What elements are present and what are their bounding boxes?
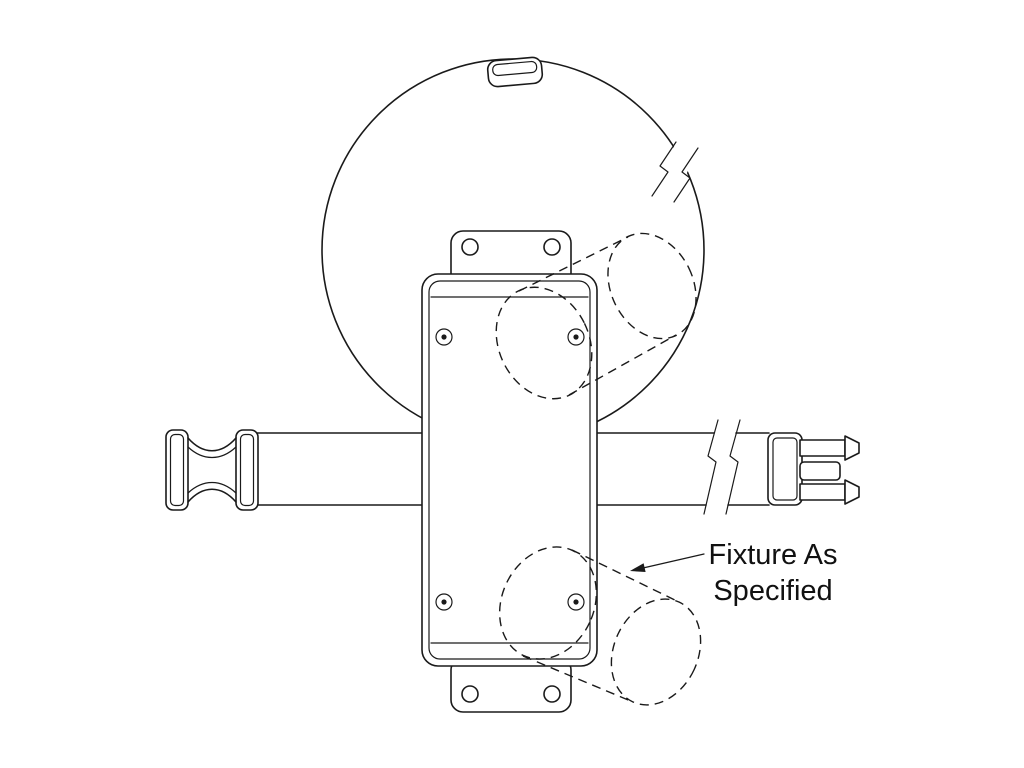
strap-break-line-1 xyxy=(703,419,719,515)
buckle-waist-bottom-outer xyxy=(187,488,237,503)
top-bracket-bolt-hole-left xyxy=(461,238,479,256)
buckle-waist-top-inner xyxy=(187,446,237,459)
top-bracket-bolt-hole-right xyxy=(543,238,561,256)
left-buckle-end-bar-inner xyxy=(169,433,185,507)
strap-break xyxy=(703,419,741,515)
fixture-label-line-1: Fixture As xyxy=(709,539,838,571)
tank-cap xyxy=(486,56,544,88)
lower-fixture-bottom-silhouette xyxy=(522,655,634,703)
fixture-lower-dashed xyxy=(498,546,702,706)
fixture-upper-dashed xyxy=(495,232,697,400)
leader-line xyxy=(642,553,705,569)
screw-icon xyxy=(435,328,453,346)
right-buckle xyxy=(767,432,860,506)
left-buckle xyxy=(165,429,259,511)
tank-break-gap xyxy=(652,142,698,202)
right-buckle-center-tongue xyxy=(799,461,841,481)
tank-break-line-2 xyxy=(673,147,699,203)
right-buckle-bottom-prong xyxy=(799,483,846,501)
device-outer-panel xyxy=(421,273,598,667)
upper-fixture-bottom-silhouette xyxy=(568,334,677,396)
lower-fixture-far-rim xyxy=(610,598,702,706)
left-buckle-end-bar xyxy=(165,429,189,511)
right-buckle-top-prong-tip xyxy=(844,435,860,461)
screw-icon xyxy=(435,593,453,611)
lower-fixture-top-silhouette xyxy=(571,549,680,603)
arrowhead-icon xyxy=(630,563,646,572)
right-buckle-body-inner xyxy=(772,437,798,501)
fixture-label-line-2: Specified xyxy=(713,575,832,607)
tank-cap-inner xyxy=(492,60,538,77)
tank-break-line-1 xyxy=(651,141,677,197)
device-inner-panel xyxy=(428,280,591,660)
fixture-annotation: Fixture As Specified xyxy=(630,539,837,607)
top-mount-bracket xyxy=(450,230,572,286)
left-buckle-strap-bar-inner xyxy=(239,433,255,507)
left-buckle-strap-bar xyxy=(235,429,259,511)
bottom-bracket-bolt-hole-right xyxy=(543,685,561,703)
screws xyxy=(435,328,585,611)
buckle-waist-bottom-inner xyxy=(187,481,237,494)
strap-break-line-2 xyxy=(725,419,741,515)
buckle-waist-top-outer xyxy=(187,437,237,452)
upper-fixture-top-silhouette xyxy=(518,236,629,292)
right-buckle-bottom-prong-tip xyxy=(844,479,860,505)
device-body xyxy=(421,273,598,667)
screw-icon xyxy=(567,593,585,611)
screw-icon xyxy=(567,328,585,346)
right-buckle-top-prong xyxy=(799,439,846,457)
bottom-bracket-bolt-hole-left xyxy=(461,685,479,703)
